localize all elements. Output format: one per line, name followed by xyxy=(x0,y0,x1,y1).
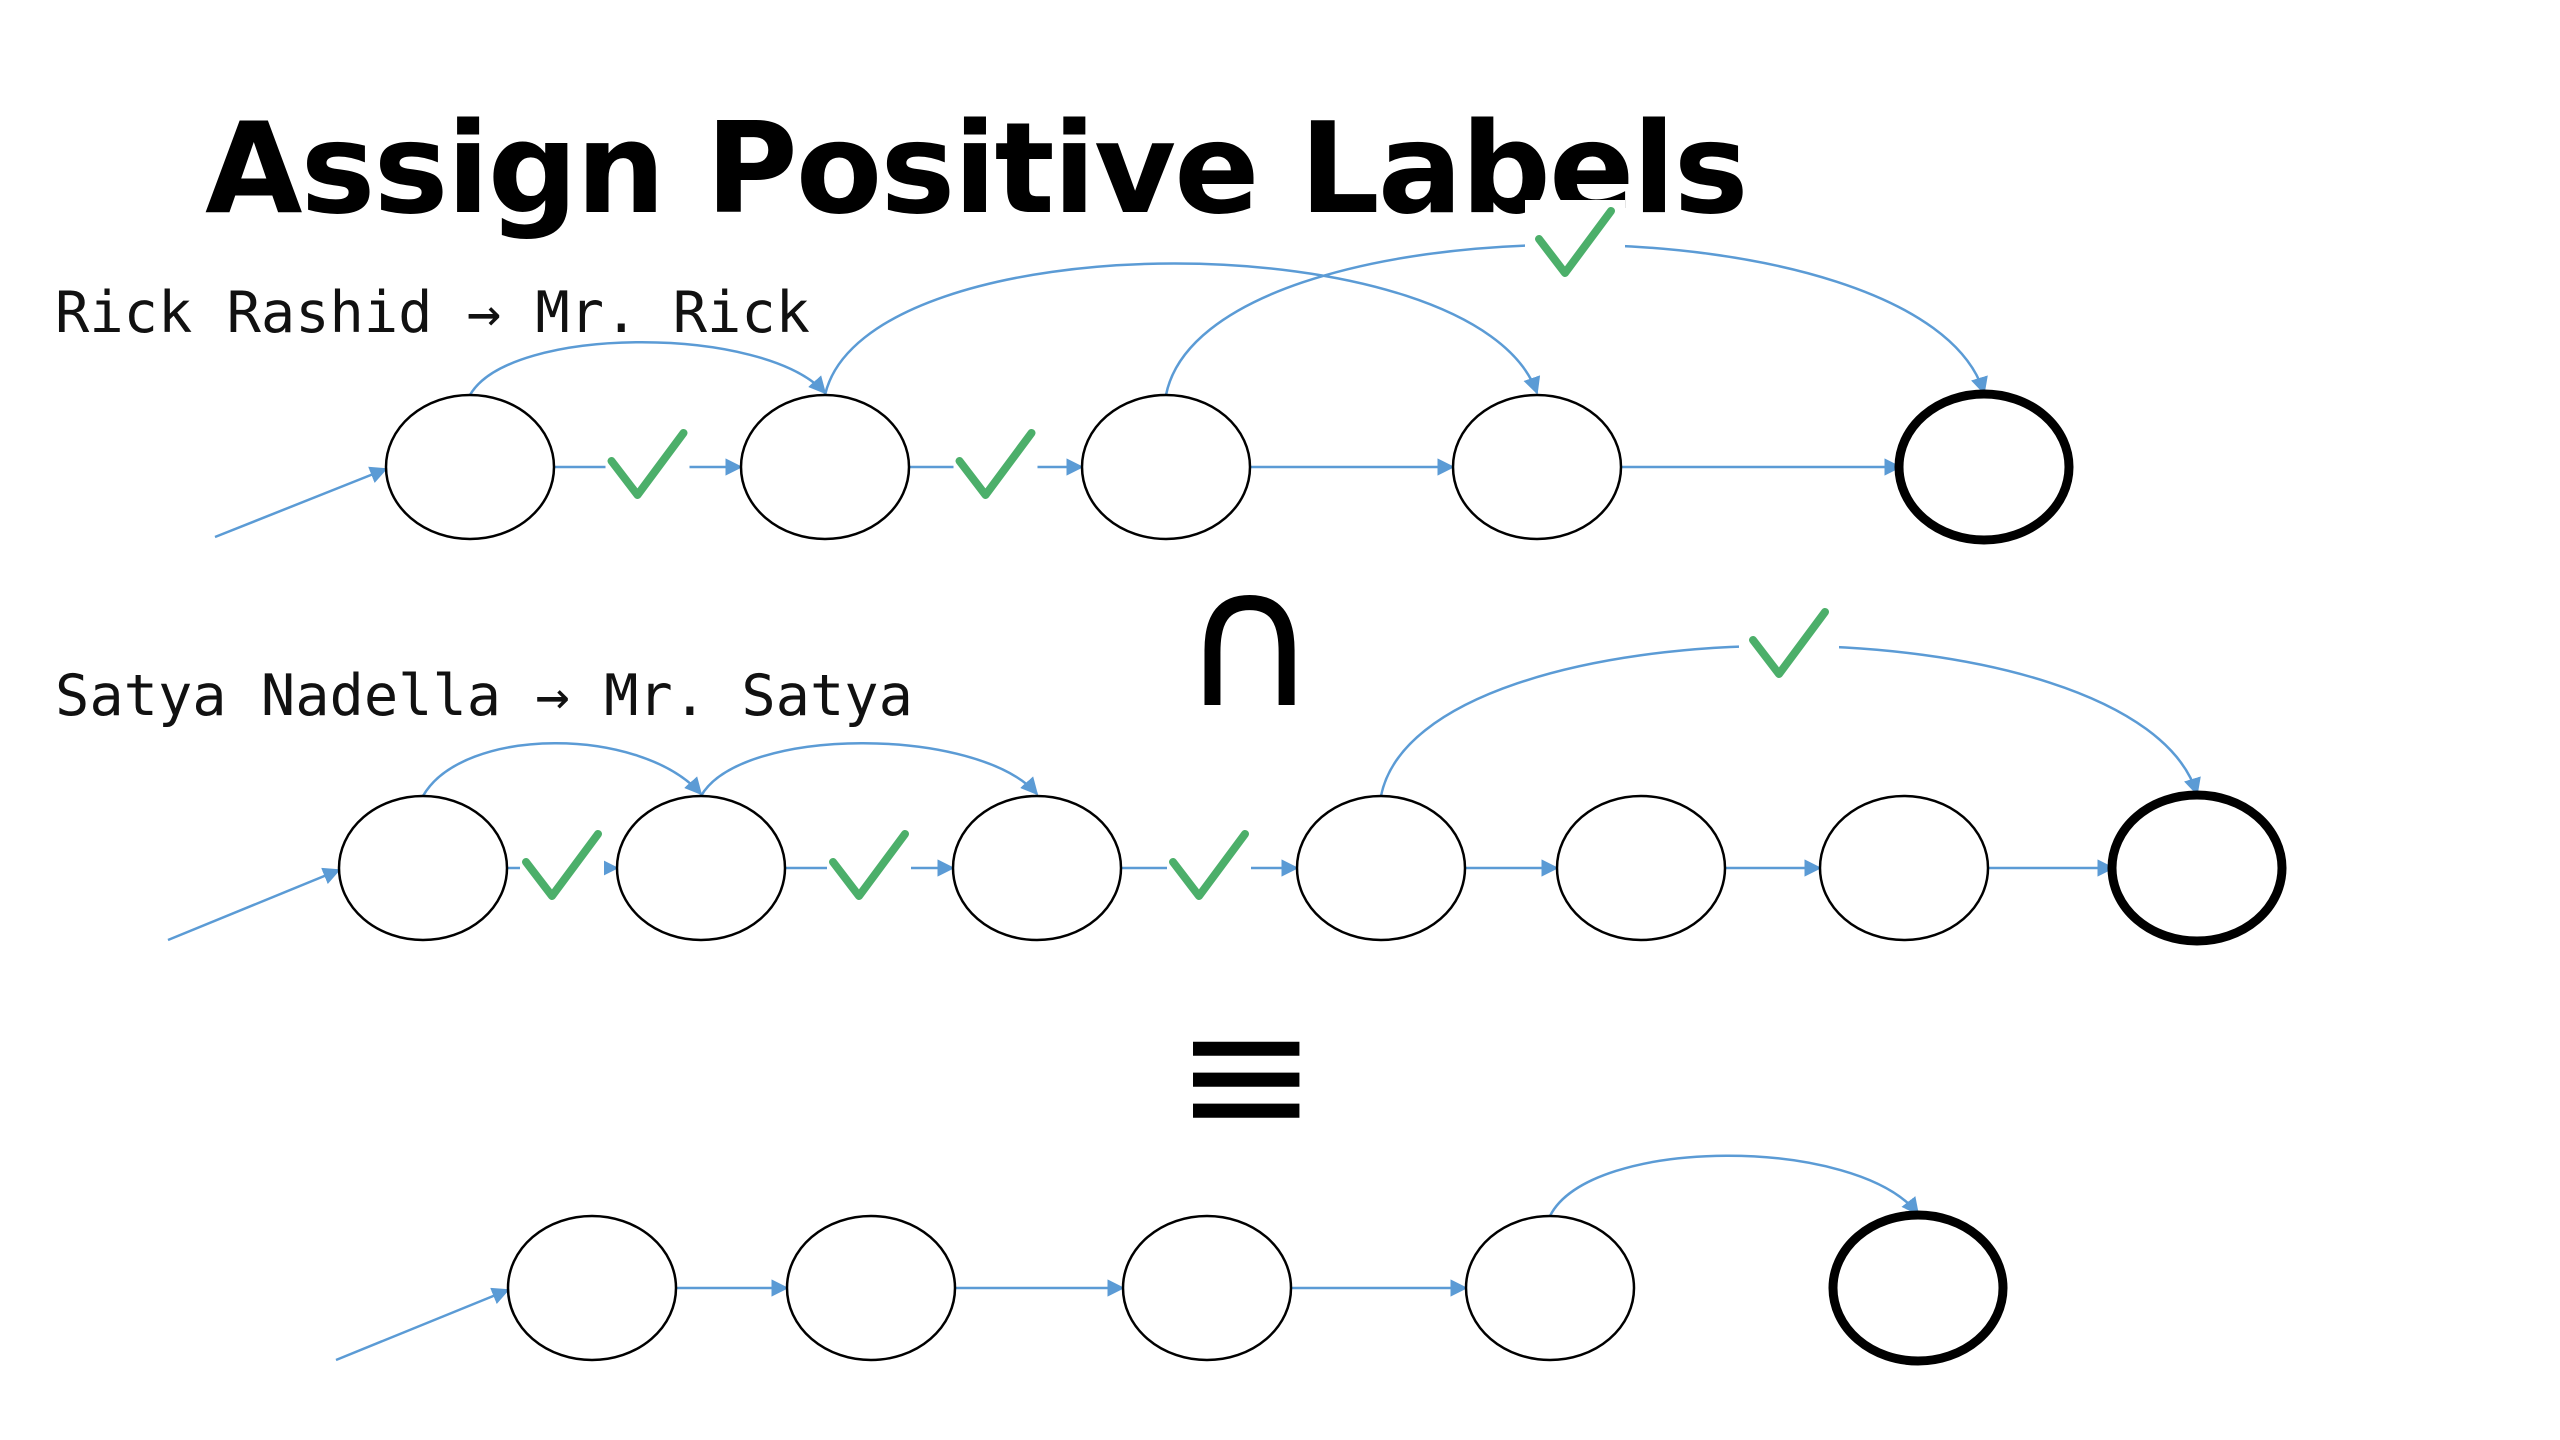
satya-automaton-skip-edge-0 xyxy=(421,742,703,797)
result-automaton-skip-edge-0 xyxy=(1548,1154,1920,1217)
satya-automaton-start-arrow xyxy=(167,867,341,942)
satya-automaton-state-4 xyxy=(1555,794,1727,942)
rick-automaton-skip-edge-0 xyxy=(468,341,827,396)
satya-automaton-state-3 xyxy=(1295,794,1467,942)
rick-automaton-state-1 xyxy=(739,393,911,541)
slide-title: Assign Positive Labels xyxy=(205,95,1749,242)
satya-automaton-state-0 xyxy=(337,794,509,942)
example-rick-label: Rick Rashid → Mr. Rick xyxy=(55,280,810,346)
result-automaton-state-1 xyxy=(785,1214,957,1362)
intersection-symbol: ∩ xyxy=(1180,529,1320,750)
rick-automaton-start-arrow xyxy=(214,466,388,539)
satya-automaton-edge-0-check-icon xyxy=(522,830,602,900)
result-automaton-state-2 xyxy=(1121,1214,1293,1362)
rick-automaton-edge-1-check-icon xyxy=(955,429,1036,499)
rick-automaton-state-3 xyxy=(1451,393,1623,541)
satya-automaton-edge-1-check-icon xyxy=(829,830,909,900)
satya-automaton-final-state-outer xyxy=(2107,790,2287,946)
result-automaton-final-state-inner xyxy=(1839,1221,1997,1355)
satya-automaton-skip-edge-1 xyxy=(699,742,1039,797)
rick-automaton-state-0 xyxy=(384,393,556,541)
rick-automaton-skip-edge-1 xyxy=(823,262,1541,396)
rick-automaton-final-state-inner xyxy=(1905,400,2063,534)
rick-automaton-edge-0-check-icon xyxy=(607,429,688,499)
rick-automaton-skip-edge-2-check-icon xyxy=(1535,207,1615,277)
result-automaton-final-state-outer xyxy=(1828,1210,2008,1366)
satya-automaton-edge-2-check-icon xyxy=(1169,830,1249,900)
result-automaton-start-arrow xyxy=(335,1287,510,1362)
rick-automaton-final-state-outer xyxy=(1894,389,2074,545)
satya-automaton-final-state-inner xyxy=(2118,801,2276,935)
example-satya-label: Satya Nadella → Mr. Satya xyxy=(55,663,913,729)
satya-automaton-state-2 xyxy=(951,794,1123,942)
satya-automaton-state-1 xyxy=(615,794,787,942)
satya-automaton-state-5 xyxy=(1818,794,1990,942)
satya-automaton-skip-edge-2-check-icon xyxy=(1749,608,1829,678)
result-automaton-state-0 xyxy=(506,1214,678,1362)
rick-automaton-state-2 xyxy=(1080,393,1252,541)
equivalence-symbol: ≡ xyxy=(1175,976,1318,1174)
result-automaton-state-3 xyxy=(1464,1214,1636,1362)
